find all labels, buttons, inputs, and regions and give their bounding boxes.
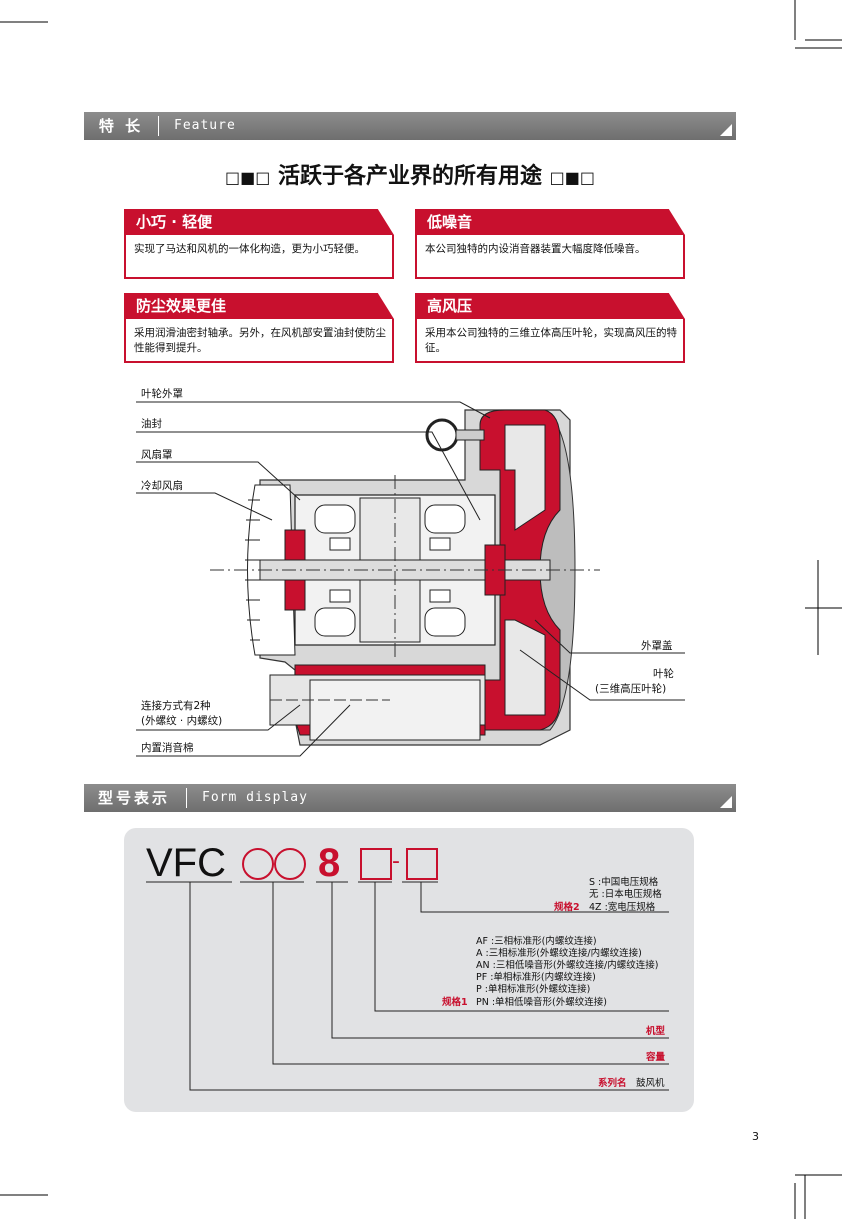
feature-desc: 实现了马达和风机的一体化构造，更为小巧轻便。	[124, 235, 394, 279]
band-separator	[158, 116, 159, 136]
spec1-option: AF :三相标准形(内螺纹连接)	[476, 936, 597, 947]
spec1-option: AN :三相低噪音形(外螺纹连接/内螺纹连接)	[476, 960, 659, 971]
spec2-placeholder-box	[406, 848, 438, 880]
code-connector-lines	[146, 881, 669, 1091]
code-dash: -	[392, 849, 400, 874]
label-connection-note: (外螺纹 · 内螺纹)	[141, 715, 223, 727]
label-outer-cover: 外罩盖	[641, 640, 673, 652]
corner-triangle-icon	[720, 124, 732, 136]
spec2-option: 4Z :宽电压规格	[589, 902, 656, 913]
feature-card: 防尘效果更佳 采用润滑油密封轴承。另外，在风机部安置油封使防尘性能得到提升。	[124, 293, 394, 363]
spec2-option: 无 :日本电压规格	[589, 889, 662, 900]
spec1-label: 规格1	[442, 997, 468, 1008]
feature-title: 低噪音	[415, 209, 685, 235]
feature-section-band: 特 长 Feature	[84, 112, 736, 140]
feature-card: 低噪音 本公司独特的内设消音器装置大幅度降低噪音。	[415, 209, 685, 279]
label-silencer: 内置消音棉	[141, 742, 194, 754]
headline-deco-right: □■□	[549, 168, 596, 187]
label-fan-cover: 风扇罩	[141, 449, 173, 461]
feature-title: 防尘效果更佳	[124, 293, 394, 319]
capacity-label: 容量	[646, 1052, 666, 1063]
spec1-placeholder-box	[360, 848, 392, 880]
feature-band-title: 特 长	[98, 117, 144, 135]
corner-triangle-icon	[720, 796, 732, 808]
feature-desc: 本公司独特的内设消音器装置大幅度降低噪音。	[415, 235, 685, 279]
capacity-placeholder-circle	[242, 848, 274, 880]
label-oil-seal: 油封	[141, 418, 162, 430]
machine-type-digit: 8	[318, 841, 341, 885]
spec2-label: 规格2	[554, 902, 580, 913]
label-impeller: 叶轮	[653, 668, 674, 680]
label-cooling-fan: 冷却风扇	[141, 480, 183, 492]
headline: □■□ 活跃于各产业界的所有用途 □■□	[84, 160, 736, 195]
feature-card: 小巧 · 轻便 实现了马达和风机的一体化构造，更为小巧轻便。	[124, 209, 394, 279]
machine-type-label: 机型	[646, 1026, 666, 1037]
series-label: 系列名	[598, 1078, 627, 1089]
feature-desc: 采用本公司独特的三维立体高压叶轮，实现高风压的特征。	[415, 319, 685, 363]
form-band-title: 型号表示	[97, 789, 170, 807]
model-prefix: VFC	[146, 841, 226, 885]
headline-text: 活跃于各产业界的所有用途	[277, 164, 542, 189]
feature-band-subtitle: Feature	[174, 118, 236, 133]
series-value: 鼓风机	[636, 1078, 665, 1089]
form-band-subtitle: Form display	[202, 790, 308, 805]
headline-deco-left: □■□	[224, 168, 271, 187]
label-impeller-cover: 叶轮外罩	[141, 388, 183, 400]
feature-desc: 采用润滑油密封轴承。另外，在风机部安置油封使防尘性能得到提升。	[124, 319, 394, 363]
label-impeller-note: (三维高压叶轮)	[595, 683, 667, 695]
spec1-option: PF :单相标准形(内螺纹连接)	[476, 972, 596, 983]
label-connection: 连接方式有2种	[141, 700, 211, 712]
feature-title: 高风压	[415, 293, 685, 319]
model-code-panel: VFC 8 - S :中国电压规格 无 :日本电压规格 规格2 4Z :宽电压规…	[124, 828, 694, 1112]
spec1-option: P :单相标准形(外螺纹连接)	[476, 984, 591, 995]
spec1-option: A :三相标准形(外螺纹连接/内螺纹连接)	[476, 948, 642, 959]
form-section-band: 型号表示 Form display	[84, 784, 736, 812]
capacity-placeholder-circle	[274, 848, 306, 880]
band-separator	[186, 788, 187, 808]
page-number: 3	[752, 1130, 759, 1143]
spec2-option: S :中国电压规格	[589, 877, 659, 888]
feature-title: 小巧 · 轻便	[124, 209, 394, 235]
spec1-option: PN :单相低噪音形(外螺纹连接)	[476, 997, 607, 1008]
feature-card: 高风压 采用本公司独特的三维立体高压叶轮，实现高风压的特征。	[415, 293, 685, 363]
blower-cross-section-drawing	[210, 409, 600, 746]
